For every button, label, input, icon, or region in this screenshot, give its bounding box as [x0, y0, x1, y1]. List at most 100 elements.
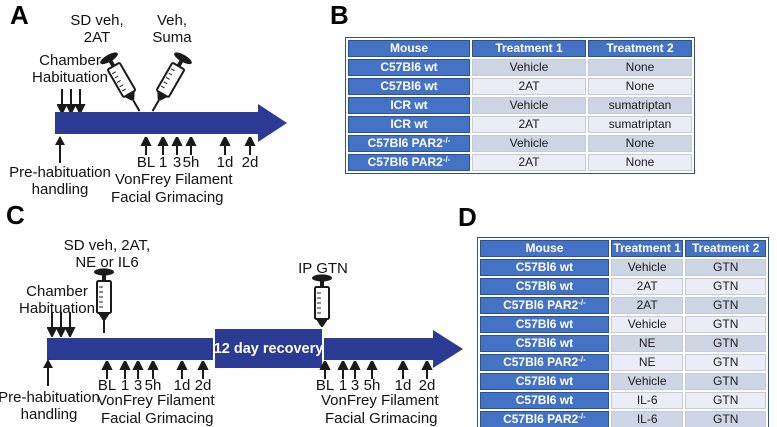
tick-label: 1d	[216, 154, 234, 171]
treatment2-cell: GTN	[685, 278, 766, 295]
tick-label: 5h	[144, 377, 162, 394]
treatment1-cell: 2AT	[610, 297, 684, 314]
tick-label: 5h	[363, 377, 381, 394]
treatment1-cell: Vehicle	[610, 316, 684, 333]
column-header: Treatment 2	[685, 240, 766, 257]
treatment2-cell: GTN	[685, 316, 766, 333]
assay-label-grimace: Facial Grimacing	[101, 410, 214, 427]
tick-label: 3	[133, 377, 143, 394]
syringe-icon	[100, 52, 141, 112]
column-header: Mouse	[480, 240, 609, 257]
table-row: C57Bl6 wt IL-6 GTN	[480, 392, 766, 409]
mouse-cell: ICR wt	[348, 116, 470, 133]
treatment1-cell: Vehicle	[610, 259, 684, 276]
treatment1-cell: NE	[610, 335, 684, 352]
down-arrows-icon	[57, 89, 86, 114]
column-header: Mouse	[348, 40, 470, 57]
injection-label-sd-veh-2at: SD veh, 2AT	[70, 12, 124, 47]
injection-label-veh-suma: Veh, Suma	[152, 12, 192, 47]
tick-label: BL	[315, 377, 335, 394]
treatment2-cell: GTN	[685, 354, 766, 371]
tick-label: 1	[158, 154, 168, 171]
assay-label-vonfrey: VonFrey Filament	[115, 171, 233, 188]
syringe-icon	[94, 268, 114, 333]
mouse-cell: C57Bl6 wt	[480, 373, 609, 390]
mouse-cell: C57Bl6 PAR2-/-	[348, 135, 470, 152]
treatment2-cell: GTN	[685, 297, 766, 314]
treatment2-cell: None	[588, 154, 692, 171]
mouse-cell: C57Bl6 PAR2-/-	[480, 411, 609, 427]
treatment2-cell: sumatriptan	[588, 116, 692, 133]
tick-label: 1	[120, 377, 130, 394]
treatment2-cell: None	[588, 78, 692, 95]
treatment2-cell: GTN	[685, 259, 766, 276]
table-row: C57Bl6 PAR2-/- 2AT None	[348, 154, 692, 171]
table-row: C57Bl6 wt NE GTN	[480, 335, 766, 352]
prehab-label: Pre-habituation handling	[9, 164, 111, 199]
syringe-icon	[312, 274, 332, 339]
assay-label-grimace: Facial Grimacing	[325, 410, 438, 427]
tick-label: 3	[350, 377, 360, 394]
assay-label-vonfrey: VonFrey Filament	[321, 392, 439, 409]
injection-label-ip-gtn: IP GTN	[298, 260, 348, 277]
tick-label: 1d	[173, 377, 191, 394]
assay-label-grimace: Facial Grimacing	[111, 189, 224, 206]
treatment1-cell: 2AT	[472, 78, 586, 95]
chamber-habituation-label: Chamber Habituation	[19, 283, 95, 318]
tick-label: BL	[136, 154, 156, 171]
down-arrows-icon	[47, 312, 76, 337]
column-header: Treatment 2	[588, 40, 692, 57]
treatment2-cell: GTN	[685, 335, 766, 352]
up-arrows-icon	[319, 361, 433, 379]
table-header-row: Mouse Treatment 1 Treatment 2	[348, 40, 692, 57]
mouse-cell: C57Bl6 wt	[348, 78, 470, 95]
panel-a-label: A	[10, 0, 29, 30]
treatment2-cell: GTN	[685, 411, 766, 427]
table-row: C57Bl6 PAR2-/- Vehicle None	[348, 135, 692, 152]
treatment1-cell: Vehicle	[610, 373, 684, 390]
up-arrows-icon	[101, 361, 209, 379]
mouse-cell: C57Bl6 wt	[348, 59, 470, 76]
table-d-treatment-groups: Mouse Treatment 1 Treatment 2 C57Bl6 wt …	[477, 237, 769, 427]
column-header: Treatment 1	[610, 240, 684, 257]
prehab-label: Pre-habituation handling	[0, 389, 100, 424]
mouse-cell: C57Bl6 wt	[480, 335, 609, 352]
tick-label: BL	[97, 377, 117, 394]
table-row: C57Bl6 PAR2-/- IL-6 GTN	[480, 411, 766, 427]
panel-b-label: B	[330, 0, 349, 30]
timeline-arrow	[55, 104, 287, 142]
table-row: C57Bl6 wt Vehicle GTN	[480, 316, 766, 333]
mouse-cell: C57Bl6 wt	[480, 316, 609, 333]
treatment2-cell: None	[588, 59, 692, 76]
treatment1-cell: 2AT	[472, 154, 586, 171]
chamber-habituation-label: Chamber Habituation	[32, 52, 108, 87]
tick-label: 2d	[418, 377, 436, 394]
tick-label: 1	[338, 377, 348, 394]
mouse-cell: C57Bl6 PAR2-/-	[480, 354, 609, 371]
panel-d-label: D	[458, 202, 477, 232]
table-b-treatment-groups: Mouse Treatment 1 Treatment 2 C57Bl6 wt …	[345, 37, 695, 174]
up-arrows-icon	[140, 137, 256, 155]
injection-label-sd-veh-2at-ne-il6: SD veh, 2AT, NE or IL6	[63, 237, 151, 272]
treatment1-cell: Vehicle	[472, 97, 586, 114]
treatment1-cell: NE	[610, 354, 684, 371]
treatment2-cell: GTN	[685, 373, 766, 390]
tick-label: 5h	[182, 154, 200, 171]
tick-label: 3	[172, 154, 182, 171]
panel-c-label: C	[6, 200, 25, 230]
treatment1-cell: 2AT	[472, 116, 586, 133]
syringe-icon	[151, 52, 192, 112]
mouse-cell: ICR wt	[348, 97, 470, 114]
mouse-cell: C57Bl6 PAR2-/-	[348, 154, 470, 171]
recovery-period-box: 12 day recovery	[213, 327, 324, 370]
mouse-cell: C57Bl6 wt	[480, 392, 609, 409]
table-row: ICR wt Vehicle sumatriptan	[348, 97, 692, 114]
tick-label: 1d	[394, 377, 412, 394]
column-header: Treatment 1	[472, 40, 586, 57]
treatment1-cell: 2AT	[610, 278, 684, 295]
table-row: C57Bl6 PAR2-/- NE GTN	[480, 354, 766, 371]
up-arrow-icon	[55, 136, 65, 163]
treatment2-cell: sumatriptan	[588, 97, 692, 114]
treatment1-cell: Vehicle	[472, 59, 586, 76]
